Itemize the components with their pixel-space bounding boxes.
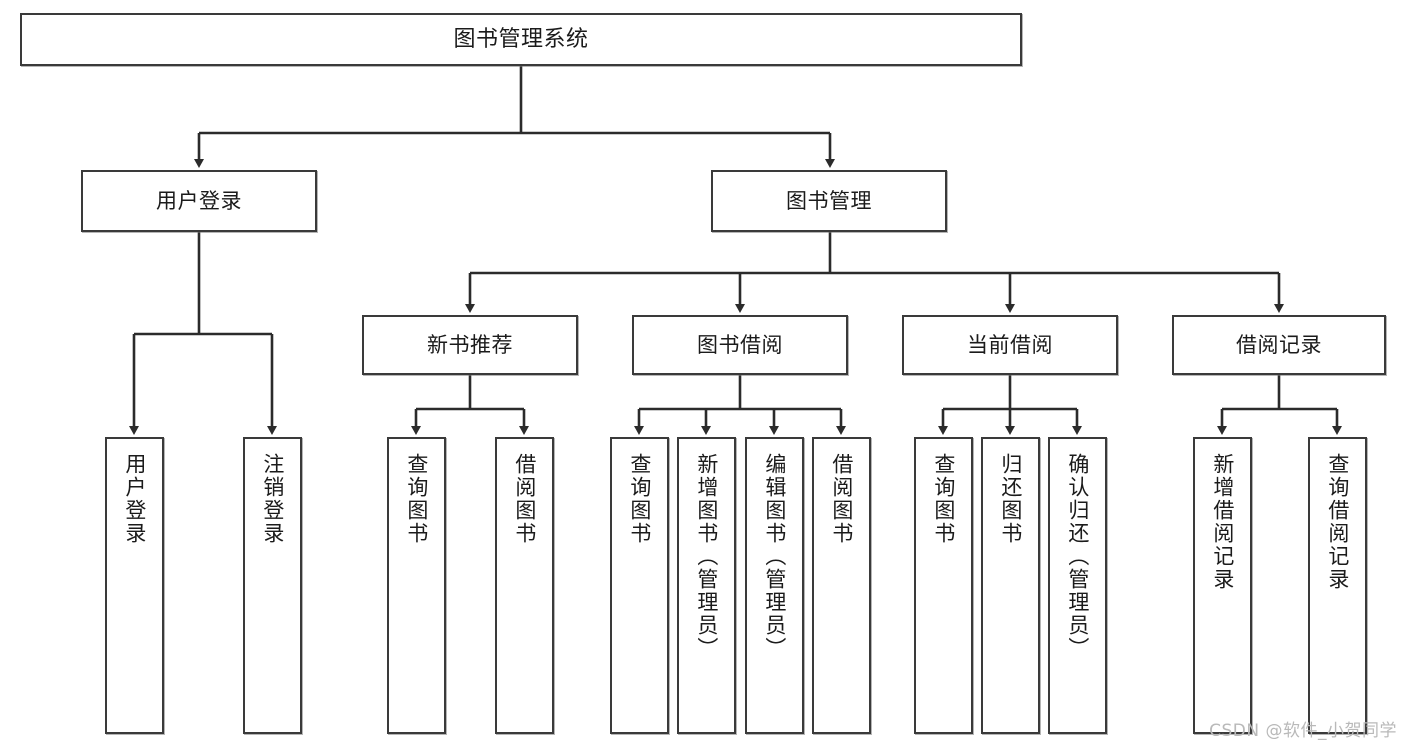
node-label: 用户登录 xyxy=(122,453,147,545)
node-root-book-management-system[interactable]: 图书管理系统 xyxy=(20,13,1022,66)
node-label: 编辑图书（管理员） xyxy=(762,453,787,660)
node-book-borrowing[interactable]: 图书借阅 xyxy=(632,315,848,375)
node-label: 查询图书 xyxy=(931,453,956,545)
node-label: 查询借阅记录 xyxy=(1325,453,1350,591)
node-label: 借阅记录 xyxy=(1236,332,1322,357)
node-label: 归还图书 xyxy=(998,453,1023,545)
node-new-book-recommendation[interactable]: 新书推荐 xyxy=(362,315,578,375)
node-label: 借阅图书 xyxy=(512,453,537,545)
node-leaf-query-books-recommendation[interactable]: 查询图书 xyxy=(387,437,446,734)
node-label: 图书管理 xyxy=(786,188,872,213)
node-label: 查询图书 xyxy=(404,453,429,545)
node-user-login[interactable]: 用户登录 xyxy=(81,170,317,232)
node-current-borrowing[interactable]: 当前借阅 xyxy=(902,315,1118,375)
node-label: 图书管理系统 xyxy=(453,26,589,52)
node-label: 新增借阅记录 xyxy=(1210,453,1235,591)
node-leaf-return-books[interactable]: 归还图书 xyxy=(981,437,1040,734)
node-label: 用户登录 xyxy=(156,188,242,213)
node-leaf-query-borrowing-record[interactable]: 查询借阅记录 xyxy=(1308,437,1367,734)
node-borrowing-records[interactable]: 借阅记录 xyxy=(1172,315,1386,375)
node-leaf-user-login[interactable]: 用户登录 xyxy=(105,437,164,734)
node-leaf-logout[interactable]: 注销登录 xyxy=(243,437,302,734)
node-label: 查询图书 xyxy=(627,453,652,545)
node-leaf-edit-book-admin[interactable]: 编辑图书（管理员） xyxy=(745,437,804,734)
node-label: 当前借阅 xyxy=(967,332,1053,357)
node-label: 新增图书（管理员） xyxy=(694,453,719,660)
node-leaf-borrow-books[interactable]: 借阅图书 xyxy=(812,437,871,734)
node-leaf-confirm-return-admin[interactable]: 确认归还（管理员） xyxy=(1048,437,1107,734)
node-leaf-query-books-borrowing[interactable]: 查询图书 xyxy=(610,437,669,734)
node-leaf-add-book-admin[interactable]: 新增图书（管理员） xyxy=(677,437,736,734)
node-leaf-borrow-books-recommendation[interactable]: 借阅图书 xyxy=(495,437,554,734)
node-leaf-query-books-current[interactable]: 查询图书 xyxy=(914,437,973,734)
watermark-text: CSDN @软件_小贺同学 xyxy=(1209,721,1397,741)
node-label: 注销登录 xyxy=(260,453,285,545)
node-leaf-add-borrowing-record[interactable]: 新增借阅记录 xyxy=(1193,437,1252,734)
node-label: 确认归还（管理员） xyxy=(1065,453,1090,660)
node-book-management[interactable]: 图书管理 xyxy=(711,170,947,232)
node-label: 借阅图书 xyxy=(829,453,854,545)
node-label: 图书借阅 xyxy=(697,332,783,357)
node-label: 新书推荐 xyxy=(427,332,513,357)
